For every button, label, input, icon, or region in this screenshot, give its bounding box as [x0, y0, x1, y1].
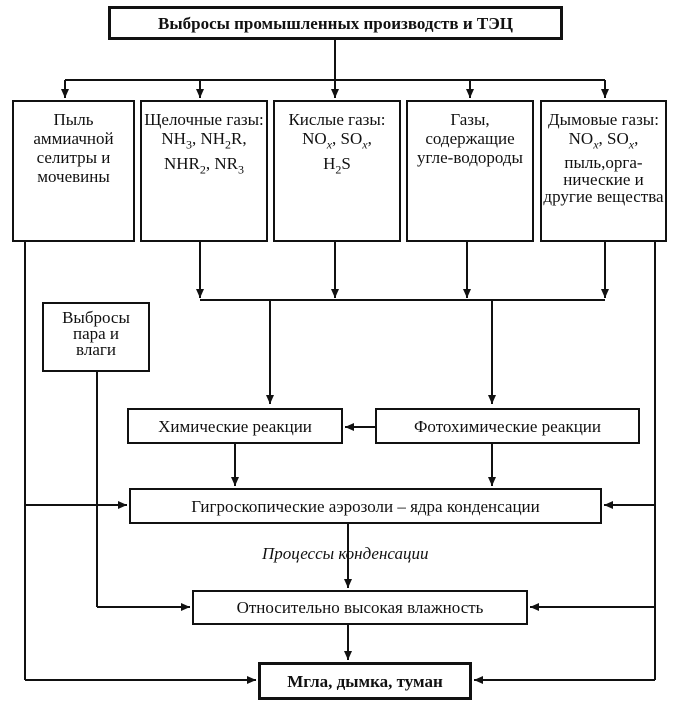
formula-subscript: 2: [335, 162, 342, 177]
formula-text: NO: [302, 129, 327, 148]
source-smoke-label: Дымовые газы:: [548, 110, 659, 129]
photochemical-reactions-label: Фотохимические реакции: [413, 416, 601, 436]
formula-subscript: x: [628, 137, 635, 152]
source-smoke-tail: пыль,орга-нические и другие вещества: [543, 153, 664, 207]
formula-text: R,: [231, 129, 247, 148]
formula-text: ,: [634, 129, 639, 148]
source-acid-label: Кислые газы:: [288, 110, 386, 129]
source-acid-content: Кислые газы: NOx, SOx,H2S: [288, 110, 385, 180]
formula-subscript: x: [326, 137, 333, 152]
result-box: Мгла, дымка, туман: [258, 662, 472, 700]
title-text: Выбросы промышленных производств и ТЭЦ: [158, 13, 513, 33]
formula-text: , NR: [205, 154, 238, 174]
formula-text: , SO: [332, 129, 363, 148]
formula-line: H2S: [288, 154, 385, 179]
aerosol-box: Гигроскопические аэрозоли – ядра конденс…: [129, 488, 602, 524]
formula-subscript: 2: [199, 162, 206, 177]
formula-text: S: [341, 154, 351, 174]
steam-box: Выбросы пара и влаги: [42, 302, 150, 372]
source-alkaline-content: Щелочные газы: NH3, NH2R,NHR2, NR3: [144, 110, 263, 180]
source-hydrocarbon-box: Газы, содержащие угле-водороды: [406, 100, 534, 242]
formula-text: , NH: [191, 129, 225, 148]
chemical-reactions-label: Химические реакции: [158, 416, 312, 436]
source-dust-box: Пыль аммиачной селитры и мочевины: [12, 100, 135, 242]
result-label: Мгла, дымка, туман: [287, 671, 443, 691]
chemical-reactions-box: Химические реакции: [127, 408, 343, 444]
source-smoke-content: Дымовые газы: NOx, SOx, пыль,орга-ническ…: [542, 110, 665, 205]
formula-subscript: x: [593, 137, 599, 152]
formula-subscript: 3: [238, 162, 244, 177]
title-box: Выбросы промышленных производств и ТЭЦ: [108, 6, 563, 40]
source-smoke-box: Дымовые газы: NOx, SOx, пыль,орга-ническ…: [540, 100, 667, 242]
source-acid-formula: NOx, SOx,H2S: [288, 129, 385, 180]
condensation-process-label: Процессы конденсации: [262, 544, 429, 563]
formula-text: NH: [161, 129, 186, 148]
source-alkaline-label: Щелочные газы:: [144, 110, 264, 129]
formula-line: NOx, SOx,: [288, 129, 385, 154]
source-dust-label: Пыль аммиачной селитры и мочевины: [33, 110, 114, 186]
formula-subscript: x: [362, 137, 368, 152]
photochemical-reactions-box: Фотохимические реакции: [375, 408, 640, 444]
formula-text: H: [323, 154, 336, 174]
formula-text: NHR: [163, 154, 200, 174]
formula-text: , SO: [598, 129, 629, 148]
steam-label: Выбросы пара и влаги: [62, 308, 130, 359]
formula-subscript: 2: [225, 137, 231, 152]
aerosol-label: Гигроскопические аэрозоли – ядра конденс…: [191, 496, 540, 516]
source-acid-box: Кислые газы: NOx, SOx,H2S: [273, 100, 401, 242]
source-hydrocarbon-label: Газы, содержащие угле-водороды: [417, 110, 523, 167]
source-alkaline-box: Щелочные газы: NH3, NH2R,NHR2, NR3: [140, 100, 268, 242]
formula-line: NOx, SOx,: [542, 129, 665, 154]
humidity-label: Относительно высокая влажность: [236, 598, 484, 617]
source-smoke-formula: NOx, SOx,: [542, 129, 665, 154]
source-alkaline-formula: NH3, NH2R,NHR2, NR3: [144, 129, 263, 180]
humidity-box: Относительно высокая влажность: [192, 590, 528, 625]
formula-text: NO: [568, 129, 594, 148]
formula-line: NH3, NH2R,: [144, 129, 263, 154]
formula-subscript: 3: [185, 137, 192, 152]
formula-text: ,: [367, 129, 372, 148]
formula-line: NHR2, NR3: [144, 154, 263, 179]
